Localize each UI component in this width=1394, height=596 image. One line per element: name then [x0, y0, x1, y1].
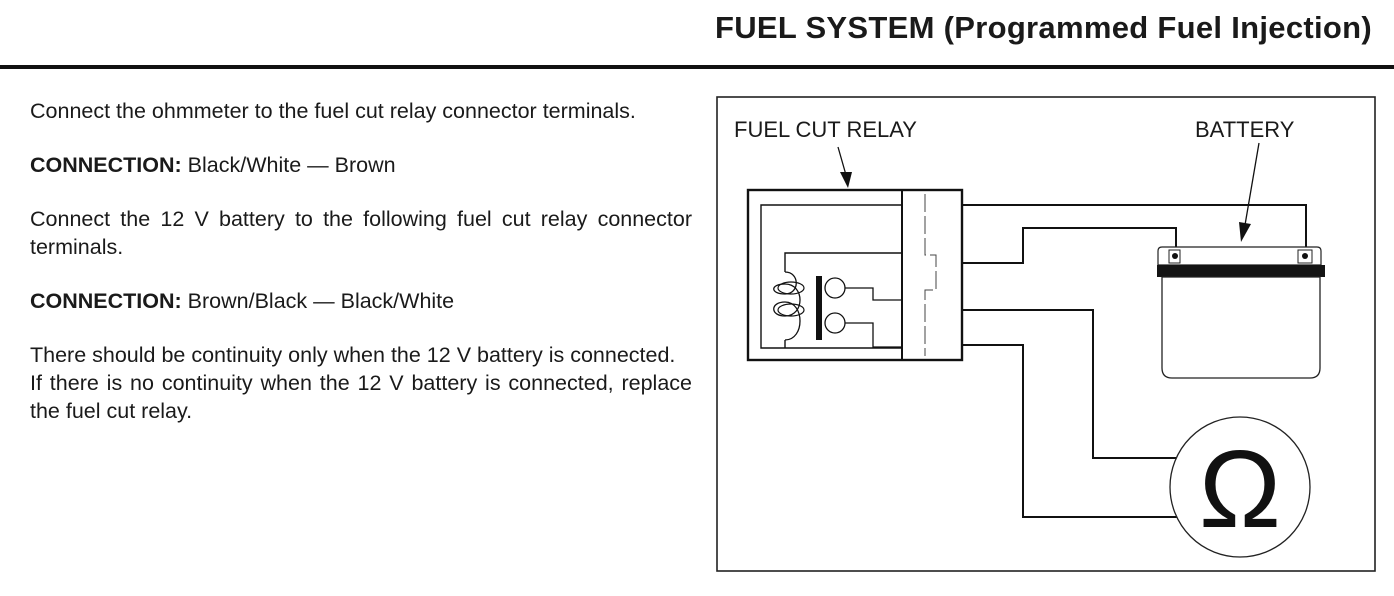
- wire-ohmmeter-b: [962, 344, 1180, 518]
- battery-label: BATTERY: [1195, 117, 1295, 142]
- step-connect-battery: Connect the 12 V battery to the followin…: [30, 207, 692, 259]
- battery-icon: [1157, 246, 1325, 379]
- ohmmeter-icon: Ω: [1169, 416, 1311, 558]
- fuel-cut-relay-label: FUEL CUT RELAY: [734, 117, 917, 142]
- replacement-instruction: If there is no continuity when the 12 V …: [30, 371, 692, 423]
- connection-label: CONNECTION:: [30, 153, 182, 177]
- relay-pointer-arrow: [837, 146, 852, 188]
- connection-spec-battery: CONNECTION: Brown/Black — Black/White: [30, 287, 692, 315]
- battery-negative-terminal: [1172, 253, 1178, 259]
- connection-value: Brown/Black — Black/White: [187, 289, 455, 313]
- fuel-cut-relay: [746, 188, 964, 362]
- header-rule: [0, 65, 1394, 69]
- diagram-frame: [716, 96, 1376, 572]
- page-section-title: FUEL SYSTEM (Programmed Fuel Injection): [714, 10, 1372, 45]
- connection-label: CONNECTION:: [30, 289, 182, 313]
- relay-coil-icon: [773, 271, 805, 341]
- relay-armature: [816, 276, 822, 340]
- relay-contacts-icon: [824, 277, 902, 348]
- connection-value: Black/White — Brown: [187, 153, 396, 177]
- ohm-symbol: Ω: [1199, 428, 1281, 551]
- battery-pointer-arrow: [1239, 142, 1260, 242]
- expected-result: There should be continuity only when the…: [30, 343, 676, 367]
- instructions-column: Connect the ohmmeter to the fuel cut rel…: [30, 97, 692, 425]
- connection-spec-ohmmeter: CONNECTION: Black/White — Brown: [30, 151, 692, 179]
- test-wiring: [962, 204, 1307, 518]
- wire-ohmmeter-a: [962, 309, 1176, 459]
- step-connect-ohmmeter: Connect the ohmmeter to the fuel cut rel…: [30, 99, 636, 123]
- battery-positive-terminal: [1302, 253, 1308, 259]
- wire-battery-negative: [962, 227, 1177, 264]
- wire-battery-positive: [962, 204, 1307, 252]
